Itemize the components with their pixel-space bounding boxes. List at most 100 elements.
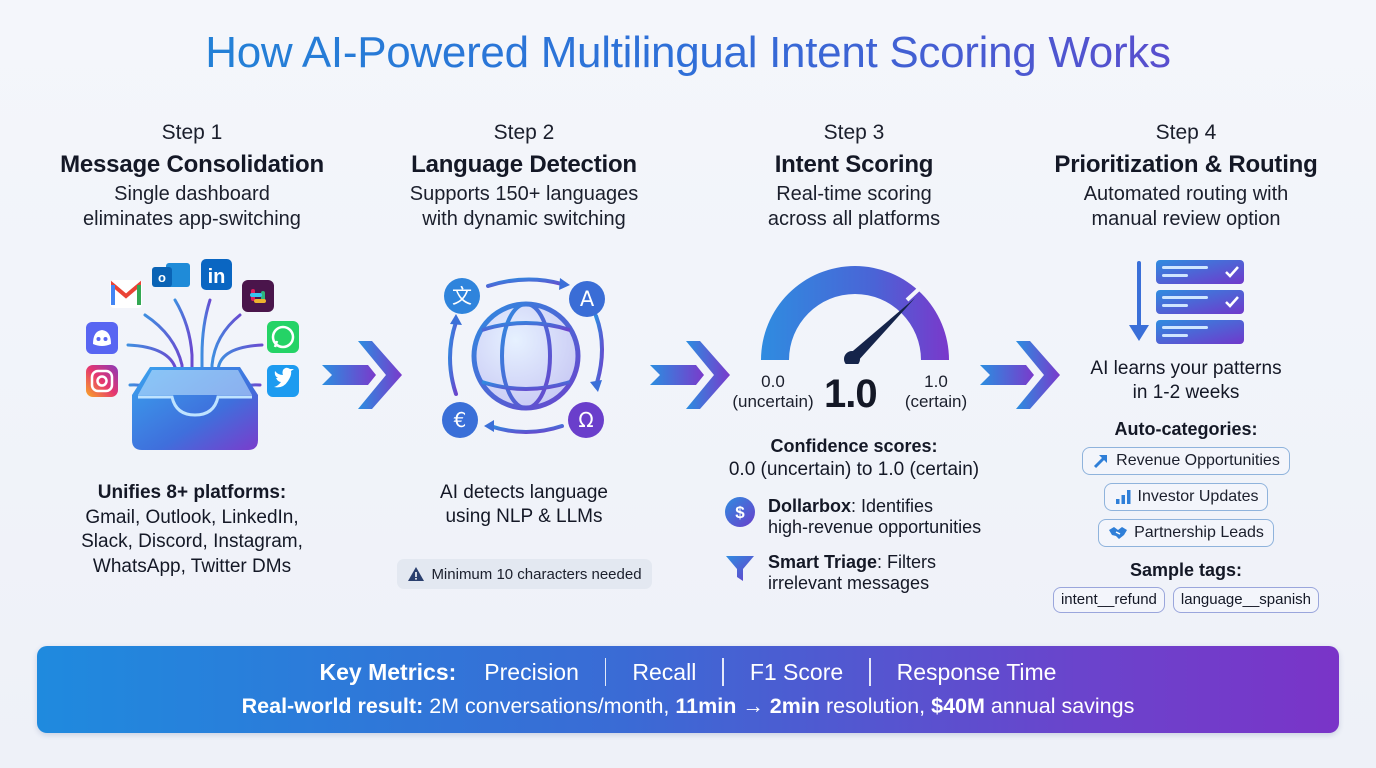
step-description: Single dashboard	[114, 183, 270, 205]
dollar-icon: $	[725, 497, 755, 527]
metric-item: Response Time	[896, 659, 1057, 685]
flow-arrow-icon	[650, 341, 730, 409]
letter-a-icon: A	[569, 281, 605, 317]
learning-section: AI learns your patterns in 1-2 weeks Aut…	[1036, 357, 1336, 613]
metric-item: Recall	[632, 659, 697, 685]
step-description: Supports 150+ languages	[409, 183, 639, 205]
divider	[722, 658, 724, 686]
category-list: Revenue Opportunities Investor Updates P…	[1036, 447, 1336, 548]
gauge-min-value: 0.0	[761, 372, 785, 391]
category-chip[interactable]: Revenue Opportunities	[1082, 447, 1290, 475]
metric-item: Precision	[484, 659, 579, 685]
step-title: Intent Scoring	[774, 151, 934, 178]
warning-text: Minimum 10 characters needed	[431, 565, 642, 583]
step-number: Step 1	[161, 121, 223, 144]
page-title: How AI-Powered Multilingual Intent Scori…	[0, 28, 1376, 78]
step-title: Message Consolidation	[60, 151, 324, 178]
sample-tags-heading: Sample tags:	[1129, 560, 1243, 580]
result-text: 2M conversations/month,	[423, 694, 676, 718]
language-globe-illustration: 文 A € Ω	[442, 277, 605, 438]
gmail-icon	[110, 280, 142, 308]
step-number: Step 3	[823, 121, 885, 144]
category-chip[interactable]: Investor Updates	[1103, 483, 1269, 511]
detect-line: using NLP & LLMs	[445, 506, 603, 527]
funnel-icon	[726, 556, 754, 581]
metrics-row: Key Metrics: Precision Recall F1 Score R…	[37, 657, 1339, 687]
svg-text:in: in	[208, 266, 226, 288]
step-title: Language Detection	[411, 151, 637, 178]
minimum-characters-warning: Minimum 10 characters needed	[397, 559, 652, 589]
feature-name: Dollarbox	[768, 496, 852, 516]
step-description: eliminates app-switching	[83, 208, 301, 230]
feature-text: irrelevant messages	[768, 573, 930, 593]
confidence-gauge	[761, 266, 949, 364]
confidence-range: 0.0 (uncertain) to 1.0 (certain)	[728, 459, 980, 480]
platforms-line: WhatsApp, Twitter DMs	[92, 555, 292, 577]
metrics-label: Key Metrics:	[319, 659, 457, 685]
tag-chip[interactable]: language__spanish	[1172, 587, 1320, 613]
metric-item: F1 Score	[749, 659, 844, 685]
platforms-list: Unifies 8+ platforms: Gmail, Outlook, Li…	[42, 481, 342, 579]
learn-line: AI learns your patterns	[1090, 358, 1282, 379]
learn-line: in 1-2 weeks	[1132, 382, 1240, 403]
step-number: Step 2	[493, 121, 555, 144]
step-1-header: Step 1 Message Consolidation Single dash…	[42, 118, 342, 232]
gauge-max-label: 1.0 (certain)	[898, 372, 974, 412]
step-number: Step 4	[1155, 121, 1217, 144]
feature-name: Smart Triage	[768, 552, 878, 572]
platforms-heading: Unifies 8+ platforms:	[97, 482, 287, 503]
chinese-character-icon: 文	[444, 278, 480, 314]
instagram-icon	[86, 365, 118, 397]
gauge-max-caption: (certain)	[904, 392, 968, 411]
svg-text:$: $	[735, 503, 745, 522]
flow-arrow-icon	[322, 341, 402, 409]
gauge-needle	[844, 298, 915, 364]
step-description: Automated routing with	[1083, 183, 1289, 205]
step-description: across all platforms	[767, 208, 941, 230]
result-highlight: $40M	[931, 694, 985, 718]
real-world-result: Real-world result: 2M conversations/mont…	[37, 691, 1339, 721]
platforms-line: Gmail, Outlook, LinkedIn,	[85, 506, 299, 528]
svg-text:€: €	[454, 408, 467, 432]
svg-text:Ω: Ω	[578, 408, 593, 432]
auto-categories-heading: Auto-categories:	[1114, 419, 1258, 439]
detect-line: AI detects language	[440, 482, 608, 503]
gauge-current-value: 1.0	[824, 372, 878, 416]
divider	[604, 658, 607, 686]
step-description: Real-time scoring	[776, 183, 932, 205]
warning-icon	[408, 567, 425, 581]
svg-text:o: o	[158, 270, 166, 285]
omega-icon: Ω	[568, 402, 604, 438]
step-description: manual review option	[1091, 208, 1281, 230]
step-2-header: Step 2 Language Detection Supports 150+ …	[374, 118, 674, 232]
feature-text: high-revenue opportunities	[768, 517, 982, 537]
divider	[869, 658, 871, 686]
gauge-min-label: 0.0 (uncertain)	[730, 372, 816, 412]
result-label: Real-world result:	[241, 694, 424, 718]
twitter-icon	[267, 365, 299, 397]
step-3-header: Step 3 Intent Scoring Real-time scoring …	[704, 118, 1004, 232]
down-arrow-icon	[1129, 261, 1149, 341]
priority-list-illustration	[1129, 260, 1244, 344]
svg-text:A: A	[580, 287, 595, 311]
category-label: Investor Updates	[1137, 488, 1259, 505]
list-item	[1156, 320, 1244, 344]
step-4-header: Step 4 Prioritization & Routing Automate…	[1036, 118, 1336, 232]
gauge-min-caption: (uncertain)	[732, 392, 814, 411]
list-item-checked	[1156, 260, 1244, 284]
category-label: Revenue Opportunities	[1116, 452, 1280, 469]
feature-dollarbox: $ Dollarbox: Identifies high-revenue opp…	[724, 496, 1004, 538]
gauge-max-value: 1.0	[924, 372, 948, 391]
category-chip[interactable]: Partnership Leads	[1098, 519, 1274, 547]
tag-chip[interactable]: intent__refund	[1052, 587, 1165, 613]
feature-smart-triage: Smart Triage: Filters irrelevant message…	[724, 552, 1004, 594]
euro-icon: €	[442, 402, 478, 438]
svg-text:文: 文	[452, 284, 472, 308]
confidence-section: Confidence scores: 0.0 (uncertain) to 1.…	[704, 434, 1004, 594]
confidence-heading: Confidence scores:	[770, 436, 938, 456]
feature-text: : Filters	[877, 552, 937, 572]
result-text: resolution,	[819, 694, 932, 718]
bar-chart-icon	[1115, 490, 1131, 504]
feature-text: : Identifies	[851, 496, 934, 516]
discord-icon	[86, 322, 118, 354]
